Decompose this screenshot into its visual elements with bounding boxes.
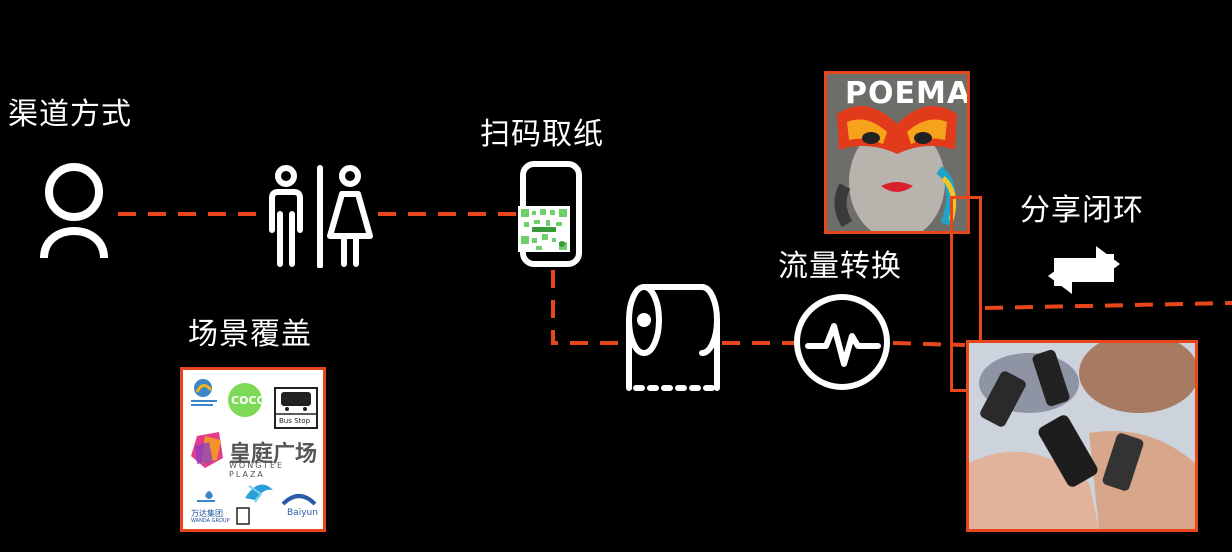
- wanda-logo-cn: 万达集团: [191, 509, 223, 518]
- line-phone-to-roll: [551, 270, 630, 345]
- user-icon: [40, 163, 108, 259]
- bus-stop-logo: Bus Stop: [279, 417, 311, 425]
- label-traffic: 流量转换: [778, 249, 902, 284]
- label-channel: 渠道方式: [8, 97, 132, 132]
- wongtee-logo-cn: 皇庭广场: [229, 442, 318, 467]
- poema-poster: POEMA: [824, 71, 970, 234]
- label-scan: 扫码取纸: [480, 117, 604, 152]
- label-scene: 场景覆盖: [188, 317, 312, 352]
- line-pulse-to-photo: [892, 341, 966, 347]
- line-share-out: [984, 301, 1232, 310]
- toilet-paper-icon: [626, 284, 720, 391]
- repeat-icon: [1048, 246, 1120, 294]
- wanda-logo-en: WANDA GROUP: [191, 518, 230, 524]
- coco-logo: COCO: [231, 394, 266, 407]
- label-share: 分享闭环: [1020, 193, 1144, 228]
- phone-qr-icon: [518, 160, 584, 268]
- pulse-icon: [794, 294, 890, 390]
- scene-logos-panel: COCO Bus Stop 皇庭广场 WONGTEE PLAZA 万达集团 WA…: [180, 367, 326, 532]
- baiyun-logo: Baiyun: [287, 508, 318, 518]
- wongtee-logo-en: WONGTEE PLAZA: [229, 461, 285, 479]
- restroom-icon: [269, 165, 373, 268]
- phones-photo: [966, 340, 1198, 532]
- qr-code: [518, 206, 570, 252]
- poster-title: POEMA: [845, 76, 970, 111]
